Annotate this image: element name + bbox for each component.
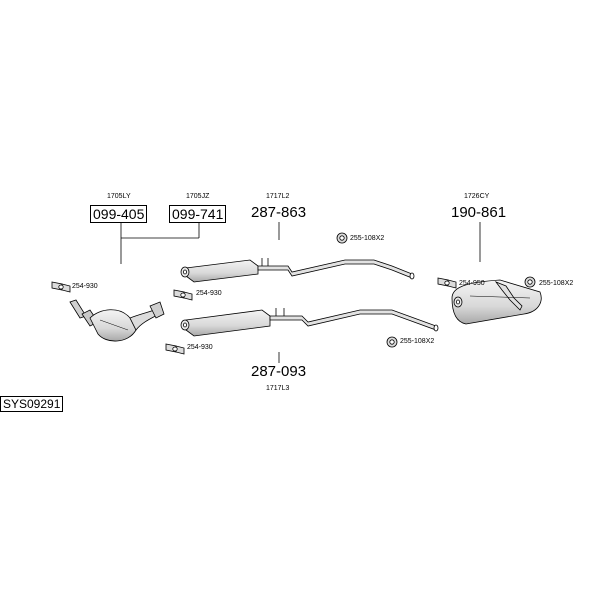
system-id-badge: SYS09291	[0, 396, 64, 412]
leader-lines	[120, 222, 481, 363]
accessory-label-254-930[interactable]: 254-930	[187, 344, 213, 351]
clamp-icon	[524, 276, 536, 288]
part-number-287-863[interactable]: 287-863	[251, 204, 307, 221]
ref-1717l3: 1717L3	[266, 385, 290, 392]
accessory-label-255-108x2[interactable]: 255-108X2	[400, 338, 435, 345]
part-number-190-861[interactable]: 190-861	[451, 204, 507, 221]
middle-muffler-upper	[180, 258, 415, 283]
middle-muffler-lower	[180, 308, 439, 337]
part-number-099-741[interactable]: 099-741	[169, 205, 227, 223]
accessory-label-255-108x2[interactable]: 255-108X2	[350, 235, 385, 242]
clamp-icon	[386, 336, 398, 348]
catalytic-converter	[69, 299, 165, 342]
gasket-icon	[173, 289, 193, 301]
accessory-glyphs	[51, 232, 536, 355]
ref-1717l2: 1717L2	[266, 193, 290, 200]
accessory-label-254-950[interactable]: 254-950	[459, 280, 485, 287]
ref-1705jz: 1705JZ	[186, 193, 210, 200]
accessory-label-254-930[interactable]: 254-930	[196, 290, 222, 297]
gasket-icon	[437, 277, 457, 289]
clamp-icon	[336, 232, 348, 244]
accessory-label-254-930[interactable]: 254-930	[72, 283, 98, 290]
ref-1705ly: 1705LY	[107, 193, 131, 200]
accessory-label-255-108x2[interactable]: 255-108X2	[539, 280, 574, 287]
part-number-287-093[interactable]: 287-093	[251, 363, 307, 380]
gasket-icon	[165, 343, 185, 355]
gasket-icon	[51, 281, 71, 293]
rear-muffler	[451, 279, 542, 325]
part-number-099-405[interactable]: 099-405	[90, 205, 148, 223]
ref-1726cy: 1726CY	[464, 193, 490, 200]
